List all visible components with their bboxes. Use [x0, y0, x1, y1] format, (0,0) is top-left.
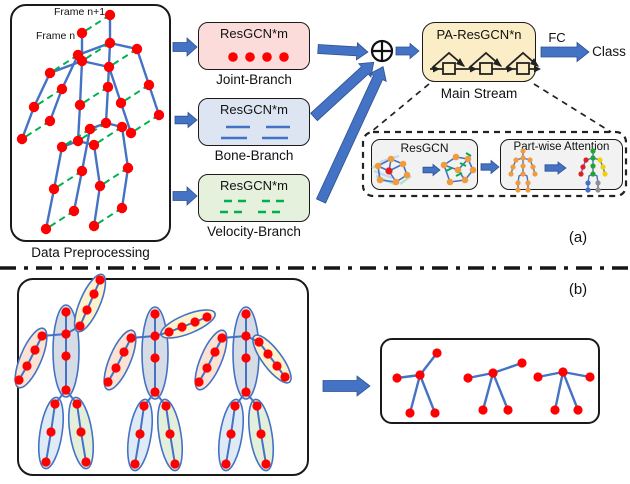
velocity-branch-caption: Velocity-Branch	[207, 224, 301, 239]
bone-branch-title: ResGCN*m	[220, 102, 288, 117]
fc-label: FC	[548, 30, 566, 45]
class-label: Class	[592, 44, 626, 59]
arrow-input-to-velocity	[172, 186, 198, 206]
velocity-branch-box	[198, 174, 310, 222]
arrow-sum-to-main	[395, 42, 420, 60]
joint-branch-title: ResGCN*m	[220, 26, 288, 41]
arrow-input-to-joint	[172, 37, 198, 57]
frame-label-top: Frame n+1	[54, 6, 106, 18]
frame-label-bottom: Frame n	[36, 30, 76, 42]
main-stream-title: PA-ResGCN*n	[436, 27, 522, 42]
main-stream-caption: Main Stream	[440, 86, 518, 101]
arrow-partition-to-parts	[322, 375, 371, 397]
joint-branch-caption: Joint-Branch	[216, 72, 292, 87]
bone-branch-box	[198, 98, 310, 146]
joint-branch-box	[198, 22, 310, 70]
data-preprocessing-caption: Data Preprocessing	[31, 245, 150, 260]
velocity-branch-title: ResGCN*m	[220, 178, 288, 193]
attention-detail-title: Part-wise Attention	[513, 141, 610, 153]
panel-b-tag: (b)	[568, 281, 588, 298]
data-preprocessing-box	[10, 4, 171, 242]
arrow-input-to-bone	[174, 111, 198, 129]
arrow-resgcn-to-attention	[480, 159, 500, 175]
callout-line-left	[370, 83, 430, 133]
arrow-bone-to-sum	[310, 61, 375, 122]
panel-a-tag: (a)	[568, 229, 588, 246]
parts-output-box	[380, 338, 600, 424]
bone-branch-caption: Bone-Branch	[214, 148, 294, 163]
partition-figure-box	[17, 278, 309, 476]
arrow-joint-to-sum	[317, 42, 369, 61]
resgcn-detail-title: ResGCN	[400, 141, 449, 155]
arrow-fc	[540, 41, 590, 63]
sum-icon	[370, 39, 394, 63]
callout-line-right	[533, 83, 612, 133]
